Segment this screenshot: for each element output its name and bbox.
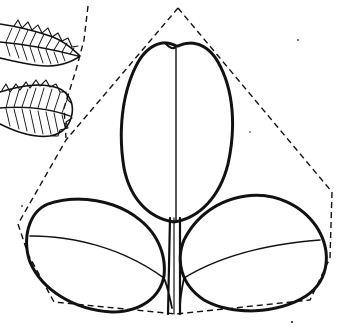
trifoliate-leaf-icon [27, 43, 327, 314]
ink-specks [21, 39, 299, 323]
serrated-leaf-icon [0, 20, 80, 136]
